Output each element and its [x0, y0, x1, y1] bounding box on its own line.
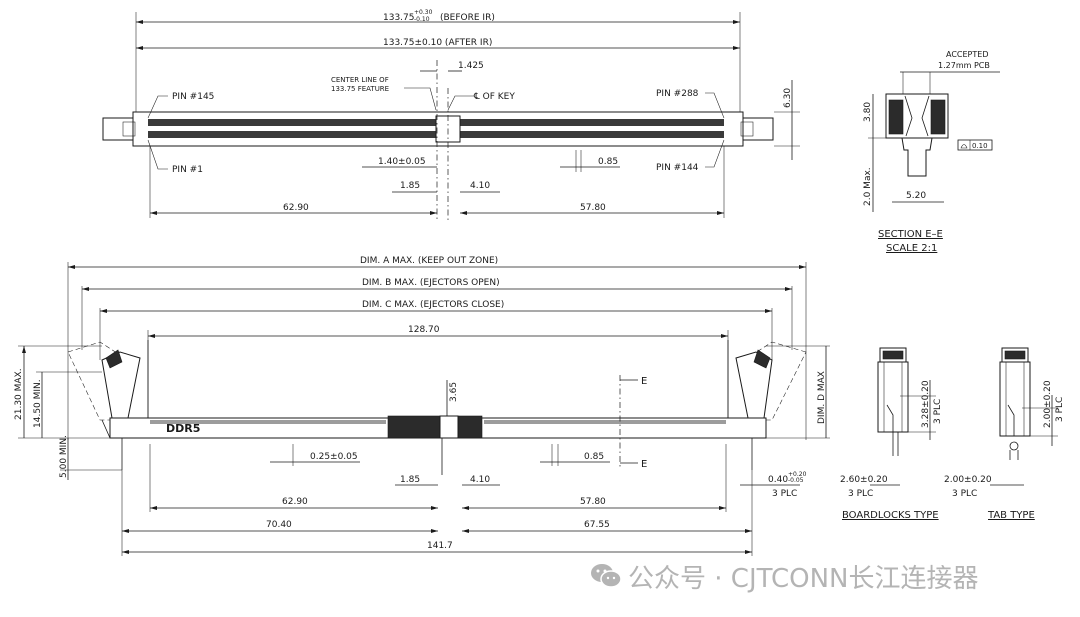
- top-body-outer: [102, 117, 134, 141]
- boardlocks-title: BOARDLOCKS TYPE: [842, 510, 939, 521]
- tolerance-025: 0.25±0.05: [310, 452, 358, 462]
- key-offset: 1.425: [458, 61, 484, 71]
- dim-b-label: DIM. B MAX. (EJECTORS OPEN): [362, 278, 500, 288]
- top-height: 6.30: [783, 88, 793, 108]
- dim-a-label: DIM. A MAX. (KEEP OUT ZONE): [360, 256, 498, 266]
- section-width: 5.20: [906, 191, 926, 201]
- front-left-to-key: 1.85: [400, 475, 420, 485]
- boardlocks-type: 3.28±0.20 3 PLC 2.60±0.20 3 PLC BOARDLOC…: [840, 347, 943, 521]
- section-mark-bottom: E: [641, 459, 647, 470]
- front-view: DIM. A MAX. (KEEP OUT ZONE) DIM. B MAX. …: [14, 256, 830, 556]
- boardlocks-height: 3.28±0.20: [921, 380, 931, 428]
- top-view: 133.75 +0.30 -0.10 (BEFORE IR) 133.75±0.…: [102, 9, 800, 220]
- post-dia: 0.40: [768, 475, 788, 485]
- top-left-span: 62.90: [283, 203, 309, 213]
- post-tol-lower: -0.05: [788, 477, 804, 484]
- top-right-span: 57.80: [580, 203, 606, 213]
- front-left-span: 62.90: [282, 497, 308, 507]
- after-ir-dim: 133.75±0.10 (AFTER IR): [383, 38, 492, 48]
- section-e-e: ACCEPTED 1.27mm PCB 3.80 2.0 Max. 5.20 0…: [863, 50, 1000, 254]
- tab-width: 2.00±0.20: [944, 475, 992, 485]
- max-height: 21.30 MAX.: [14, 368, 24, 420]
- section-scale: SCALE 2:1: [886, 243, 937, 254]
- wechat-icon: [591, 564, 622, 588]
- before-ir-tol-lower: -0.10: [414, 16, 430, 23]
- front-key-to-right: 4.10: [470, 475, 490, 485]
- overall-length: 141.7: [427, 541, 453, 551]
- pin-spacing-dim: 1.40±0.05: [378, 157, 426, 167]
- key-centerline: ℄ OF KEY: [473, 92, 515, 102]
- tab-height: 2.00±0.20: [1043, 380, 1053, 428]
- watermark: 公众号 · CJTCONN长江连接器: [590, 556, 979, 596]
- front-right-span: 57.80: [580, 497, 606, 507]
- section-max-depth: 2.0 Max.: [863, 167, 873, 206]
- top-left-to-key: 1.85: [400, 181, 420, 191]
- tail-min: 5.00 MIN.: [59, 435, 69, 478]
- boardlocks-plc-v: 3 PLC: [933, 399, 943, 424]
- tab-plc-v: 3 PLC: [1055, 397, 1065, 422]
- accepted-label: ACCEPTED: [946, 50, 988, 59]
- front-right-total: 67.55: [584, 520, 610, 530]
- section-height: 3.80: [863, 102, 873, 122]
- tab-plc: 3 PLC: [952, 489, 977, 499]
- pin-288-label: PIN #288: [656, 89, 699, 99]
- pin-145-label: PIN #145: [172, 92, 214, 102]
- before-ir-value: 133.75: [383, 13, 415, 23]
- tab-title: TAB TYPE: [987, 510, 1035, 521]
- center-pin-block: [387, 415, 483, 439]
- boardlocks-plc: 3 PLC: [848, 489, 873, 499]
- post-plc: 3 PLC: [772, 489, 797, 499]
- section-flatness: 0.10: [972, 142, 988, 150]
- section-mark-top: E: [641, 376, 647, 387]
- center-line-note-1: CENTER LINE OF: [331, 76, 389, 84]
- tab-type: 2.00±0.20 3 PLC 2.00±0.20 3 PLC TAB TYPE: [944, 347, 1065, 521]
- accepted-pcb: 1.27mm PCB: [938, 61, 990, 70]
- front-left-total: 70.40: [266, 520, 292, 530]
- before-ir-note: (BEFORE IR): [440, 13, 495, 23]
- inner-length: 128.70: [408, 325, 440, 335]
- boardlocks-width: 2.60±0.20: [840, 475, 888, 485]
- pin-144-label: PIN #144: [656, 163, 699, 173]
- key-depth: 3.65: [449, 382, 459, 402]
- dim-c-label: DIM. C MAX. (EJECTORS CLOSE): [362, 300, 504, 310]
- top-key-to-right: 4.10: [470, 181, 490, 191]
- top-body-right-tab: [742, 117, 774, 141]
- post-tol-upper: +0.20: [788, 471, 807, 478]
- dim-d-label: DIM. D MAX: [817, 371, 827, 424]
- brand-label: DDR5: [166, 422, 200, 435]
- pin-1-label: PIN #1: [172, 165, 203, 175]
- min-height: 14.50 MIN.: [33, 379, 43, 428]
- section-title: SECTION E–E: [878, 229, 943, 240]
- before-ir-tol-upper: +0.30: [414, 9, 433, 16]
- watermark-text: 公众号 · CJTCONN长江连接器: [628, 563, 979, 594]
- center-line-note-2: 133.75 FEATURE: [331, 85, 389, 93]
- top-pitch: 0.85: [598, 157, 618, 167]
- front-pitch: 0.85: [584, 452, 604, 462]
